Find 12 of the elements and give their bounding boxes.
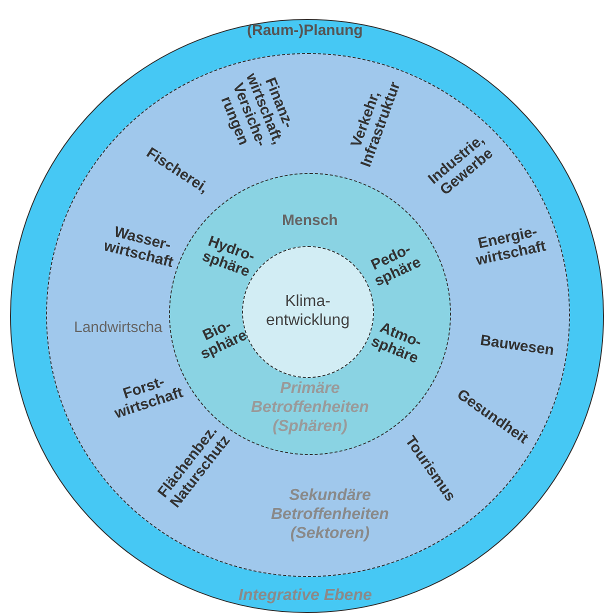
ring-title: Sekundäre Betroffenheiten (Sektoren) [271, 486, 389, 542]
sphere-label: Hydro- sphäre [200, 234, 257, 280]
sector-label: Wasser- wirtschaft [102, 222, 176, 272]
ring-title: (Raum-)Planung [247, 23, 363, 39]
sector-label: Energie- wirtschaft [473, 222, 547, 270]
sphere-label: Atmo- sphäre [368, 318, 425, 368]
sector-label: Bauwesen [479, 332, 555, 360]
center-label: Klima- entwicklung [266, 292, 350, 330]
ring-title: Primäre Betroffenheiten (Sphären) [251, 378, 369, 436]
sector-label: Landwirtscha [74, 320, 162, 336]
ring-title: Integrative Ebene [238, 586, 372, 604]
ring-title: Mensch [282, 213, 338, 229]
